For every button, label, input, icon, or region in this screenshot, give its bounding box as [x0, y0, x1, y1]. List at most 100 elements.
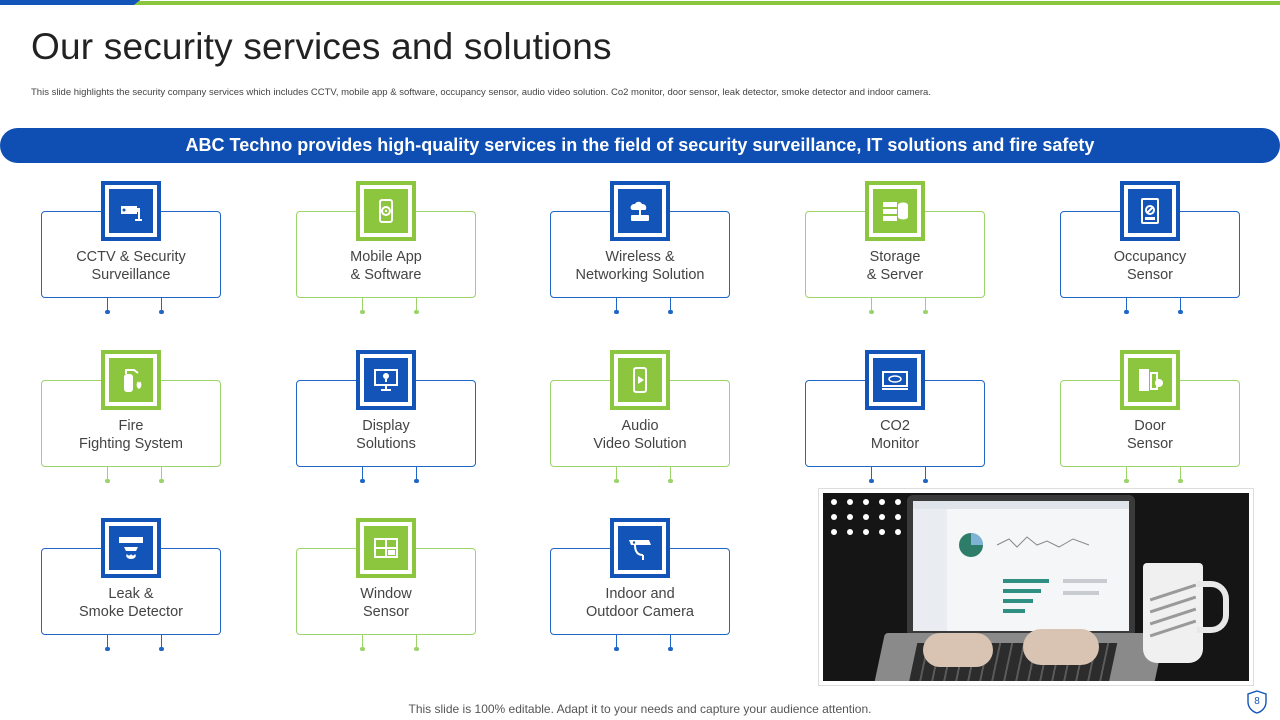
service-icon-tile	[101, 350, 161, 410]
connector-tick	[413, 467, 420, 483]
headline-banner-text: ABC Techno provides high-quality service…	[185, 135, 1095, 155]
connector-tick	[1177, 298, 1184, 314]
top-accent-bar	[0, 0, 1280, 5]
service-icon-tile	[865, 181, 925, 241]
service-card: Audio Video Solution	[550, 350, 730, 483]
connector-tick	[613, 467, 620, 483]
service-icon-inner	[364, 358, 408, 402]
service-card: Leak & Smoke Detector	[41, 518, 221, 651]
service-label: Fire Fighting System	[79, 418, 183, 452]
connector-tick	[413, 635, 420, 651]
footer-note: This slide is 100% editable. Adapt it to…	[408, 702, 872, 716]
connector-tick	[868, 298, 875, 314]
service-icon-tile	[356, 181, 416, 241]
service-icon-tile	[356, 350, 416, 410]
service-card: Occupancy Sensor	[1060, 181, 1240, 314]
connector-tick	[1123, 467, 1130, 483]
laptop-screen	[907, 495, 1135, 637]
coffee-mug	[1143, 563, 1229, 663]
connector-tick	[359, 298, 366, 314]
connector-tick	[359, 467, 366, 483]
sensor-panel-icon	[1141, 198, 1159, 224]
page-title: Our security services and solutions	[31, 26, 612, 67]
service-icon-tile	[101, 518, 161, 578]
service-card-box: Indoor and Outdoor Camera	[550, 548, 730, 635]
cloud-router-icon	[630, 201, 649, 221]
connector-tick	[667, 298, 674, 314]
connector-tick	[667, 467, 674, 483]
service-icon-inner	[364, 189, 408, 233]
connector-tick	[667, 635, 674, 651]
service-icon-tile	[865, 350, 925, 410]
dot-pattern	[831, 499, 911, 535]
laptop-photo-scene	[823, 493, 1249, 681]
service-icon-tile	[610, 181, 670, 241]
laptop-photo	[818, 488, 1254, 686]
service-icon-tile	[610, 350, 670, 410]
service-icon-inner	[364, 526, 408, 570]
top-accent-green	[134, 0, 1280, 5]
service-label: Occupancy Sensor	[1113, 249, 1187, 283]
service-icon-inner	[618, 358, 662, 402]
service-icon-inner	[1128, 189, 1172, 233]
service-icon-inner	[873, 189, 917, 233]
service-card: Indoor and Outdoor Camera	[550, 518, 730, 651]
connector-tick	[158, 635, 165, 651]
service-card-box: CCTV & Security Surveillance	[41, 211, 221, 298]
service-card: Mobile App & Software	[296, 181, 476, 314]
headline-banner: ABC Techno provides high-quality service…	[0, 128, 1280, 163]
service-label: Storage & Server	[866, 249, 924, 283]
service-label: CO2 Monitor	[870, 418, 920, 452]
phone-play-icon	[633, 367, 647, 393]
connector-tick	[104, 635, 111, 651]
connector-tick	[613, 298, 620, 314]
page-number-badge: 8	[1246, 690, 1268, 714]
shield-icon	[1247, 690, 1267, 714]
service-label: Wireless & Networking Solution	[575, 249, 705, 283]
connector-tick	[158, 298, 165, 314]
connector-tick	[1177, 467, 1184, 483]
service-icon-inner	[109, 189, 153, 233]
service-icon-inner	[618, 526, 662, 570]
connector-tick	[922, 298, 929, 314]
server-database-icon	[883, 202, 908, 221]
dashboard-graphic	[913, 501, 1129, 631]
connector-tick	[413, 298, 420, 314]
service-card: Door Sensor	[1060, 350, 1240, 483]
service-label: Window Sensor	[360, 586, 412, 620]
service-icon-inner	[618, 189, 662, 233]
smoke-detector-icon	[119, 537, 143, 559]
service-card-box: Mobile App & Software	[296, 211, 476, 298]
service-icon-tile	[356, 518, 416, 578]
connector-tick	[158, 467, 165, 483]
connector-tick	[922, 467, 929, 483]
service-card: Fire Fighting System	[41, 350, 221, 483]
mobile-gear-icon	[379, 199, 393, 223]
service-card: Storage & Server	[805, 181, 985, 314]
connector-tick	[613, 635, 620, 651]
fire-extinguisher-icon	[124, 369, 142, 392]
service-icon-tile	[1120, 350, 1180, 410]
service-icon-inner	[1128, 358, 1172, 402]
service-card: Window Sensor	[296, 518, 476, 651]
connector-tick	[359, 635, 366, 651]
service-icon-tile	[610, 518, 670, 578]
connector-tick	[1123, 298, 1130, 314]
service-label: Mobile App & Software	[350, 249, 422, 283]
connector-tick	[868, 467, 875, 483]
service-card: CO2 Monitor	[805, 350, 985, 483]
service-label: Indoor and Outdoor Camera	[586, 586, 694, 620]
right-hand	[1023, 629, 1099, 665]
display-bulb-icon	[374, 369, 398, 391]
service-card-box: Fire Fighting System	[41, 380, 221, 467]
service-card: Display Solutions	[296, 350, 476, 483]
indoor-camera-icon	[629, 540, 651, 560]
service-card: Wireless & Networking Solution	[550, 181, 730, 314]
cctv-camera-icon	[121, 206, 142, 221]
service-icon-inner	[109, 526, 153, 570]
connector-tick	[104, 467, 111, 483]
top-accent-blue	[0, 0, 140, 5]
connector-tick	[104, 298, 111, 314]
page-number: 8	[1254, 696, 1260, 707]
service-icon-tile	[1120, 181, 1180, 241]
